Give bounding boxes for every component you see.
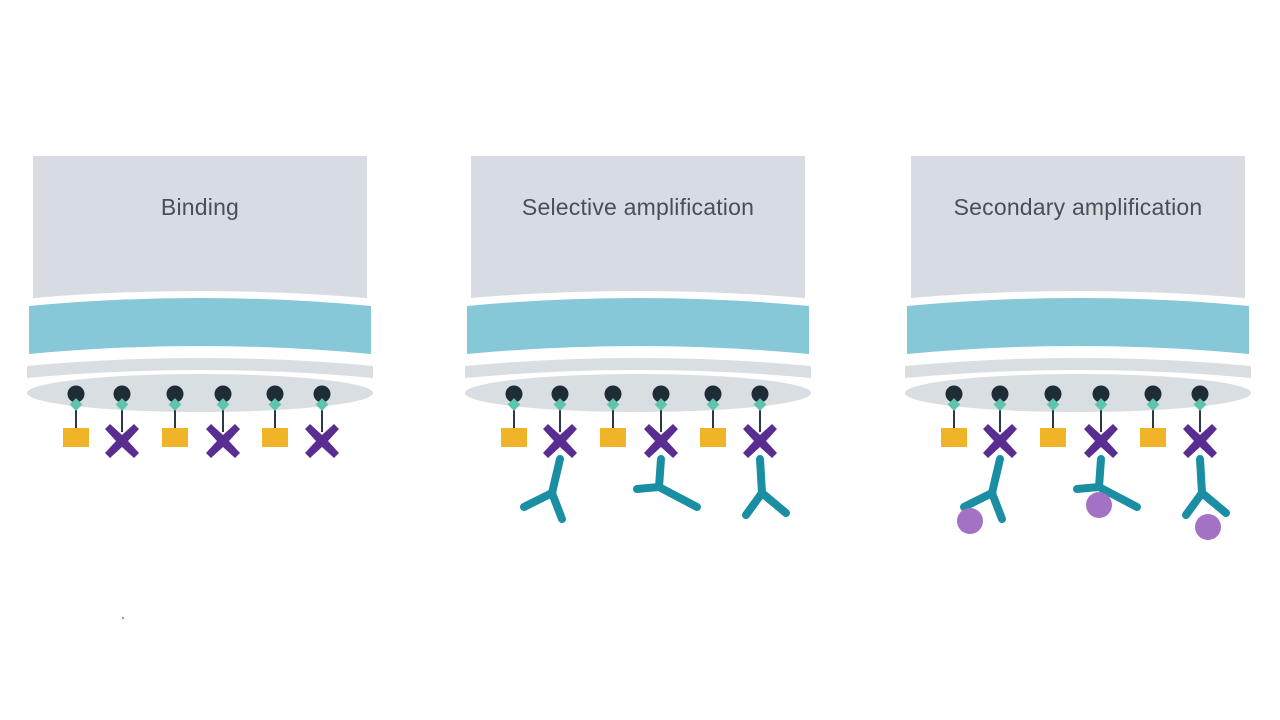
- sensor-band: [29, 298, 371, 354]
- anchor-dot: [551, 385, 569, 403]
- anchor-dot: [1191, 385, 1209, 403]
- antigen-square: [1040, 428, 1066, 447]
- capture-molecule: [520, 385, 577, 523]
- capture-molecule: [63, 385, 89, 447]
- antibody: [1073, 455, 1141, 511]
- panel-selective-amplification: Selective amplification: [465, 156, 811, 523]
- antigen-square: [700, 428, 726, 447]
- anchor-dot: [67, 385, 85, 403]
- antigen-square: [1140, 428, 1166, 447]
- sensor-band: [907, 298, 1249, 354]
- antibody-segment: [758, 489, 790, 517]
- antigen-square: [63, 428, 89, 447]
- antibody: [633, 455, 701, 511]
- stray-dot: [121, 616, 125, 620]
- antigen-square: [501, 428, 527, 447]
- sensor-band: [467, 298, 809, 354]
- antibody-segment: [1182, 489, 1206, 519]
- sensor-lower-ring: [27, 358, 373, 378]
- antibody-segment: [520, 489, 556, 511]
- antibody-segment: [1196, 455, 1206, 497]
- label-dot: [1195, 514, 1221, 540]
- panel-title: Secondary amplification: [954, 194, 1203, 220]
- capture-molecule: [700, 385, 726, 447]
- sensor-block: [471, 156, 805, 298]
- anchor-dot: [1144, 385, 1162, 403]
- antigen-square: [162, 428, 188, 447]
- linker-diamond: [216, 398, 230, 411]
- anchor-dot: [113, 385, 131, 403]
- antibody-segment: [655, 455, 665, 491]
- capture-molecule: [501, 385, 527, 447]
- capture-molecule: [1182, 385, 1230, 540]
- anchor-dot: [1092, 385, 1110, 403]
- anchor-dot: [166, 385, 184, 403]
- label-dot: [1086, 492, 1112, 518]
- capture-molecule: [1073, 385, 1141, 518]
- antibody-segment: [548, 455, 564, 497]
- anchor-dot: [945, 385, 963, 403]
- antibody-segment: [655, 483, 701, 511]
- antibody-segment: [756, 455, 766, 497]
- sensor-block: [911, 156, 1245, 298]
- antibody-segment: [988, 489, 1006, 523]
- label-dot: [957, 508, 983, 534]
- antibody: [520, 455, 566, 523]
- linker-diamond: [315, 398, 329, 411]
- antibody-segment: [1198, 489, 1230, 517]
- linker-diamond: [268, 398, 282, 411]
- linker-diamond: [115, 398, 129, 411]
- sensor-lower-ring: [465, 358, 811, 378]
- capture-molecule: [105, 385, 139, 458]
- capture-molecule: [262, 385, 288, 447]
- sensor-surface: [27, 374, 373, 412]
- anchor-dot: [505, 385, 523, 403]
- antibody-segment: [548, 489, 566, 523]
- antibody: [960, 455, 1006, 523]
- sensor-lower-ring: [905, 358, 1251, 378]
- sensor-surface: [905, 374, 1251, 412]
- anchor-dot: [991, 385, 1009, 403]
- capture-molecule: [206, 385, 240, 458]
- anchor-dot: [704, 385, 722, 403]
- antibody-segment: [742, 489, 766, 519]
- anchor-dot: [604, 385, 622, 403]
- capture-molecule: [1140, 385, 1166, 447]
- antibody: [742, 455, 790, 519]
- antibody-segment: [988, 455, 1004, 497]
- anchor-dot: [1044, 385, 1062, 403]
- antigen-square: [262, 428, 288, 447]
- panel-secondary-amplification: Secondary amplification: [905, 156, 1251, 540]
- linker-diamond: [168, 398, 182, 411]
- capture-molecule: [305, 385, 339, 458]
- anchor-dot: [751, 385, 769, 403]
- antibody: [1182, 455, 1230, 519]
- sensor-surface: [465, 374, 811, 412]
- panel-title: Binding: [161, 194, 239, 220]
- panel-binding: Binding: [27, 156, 373, 458]
- linker-diamond: [69, 398, 83, 411]
- anchor-dot: [266, 385, 284, 403]
- antigen-square: [600, 428, 626, 447]
- sensor-block: [33, 156, 367, 298]
- capture-molecule: [162, 385, 188, 447]
- anchor-dot: [313, 385, 331, 403]
- anchor-dot: [214, 385, 232, 403]
- anchor-dot: [652, 385, 670, 403]
- antibody-segment: [1095, 483, 1141, 511]
- antibody-segment: [1095, 455, 1105, 491]
- panel-title: Selective amplification: [522, 194, 754, 220]
- antibody-segment: [960, 489, 996, 511]
- capture-molecule: [742, 385, 790, 519]
- antigen-square: [941, 428, 967, 447]
